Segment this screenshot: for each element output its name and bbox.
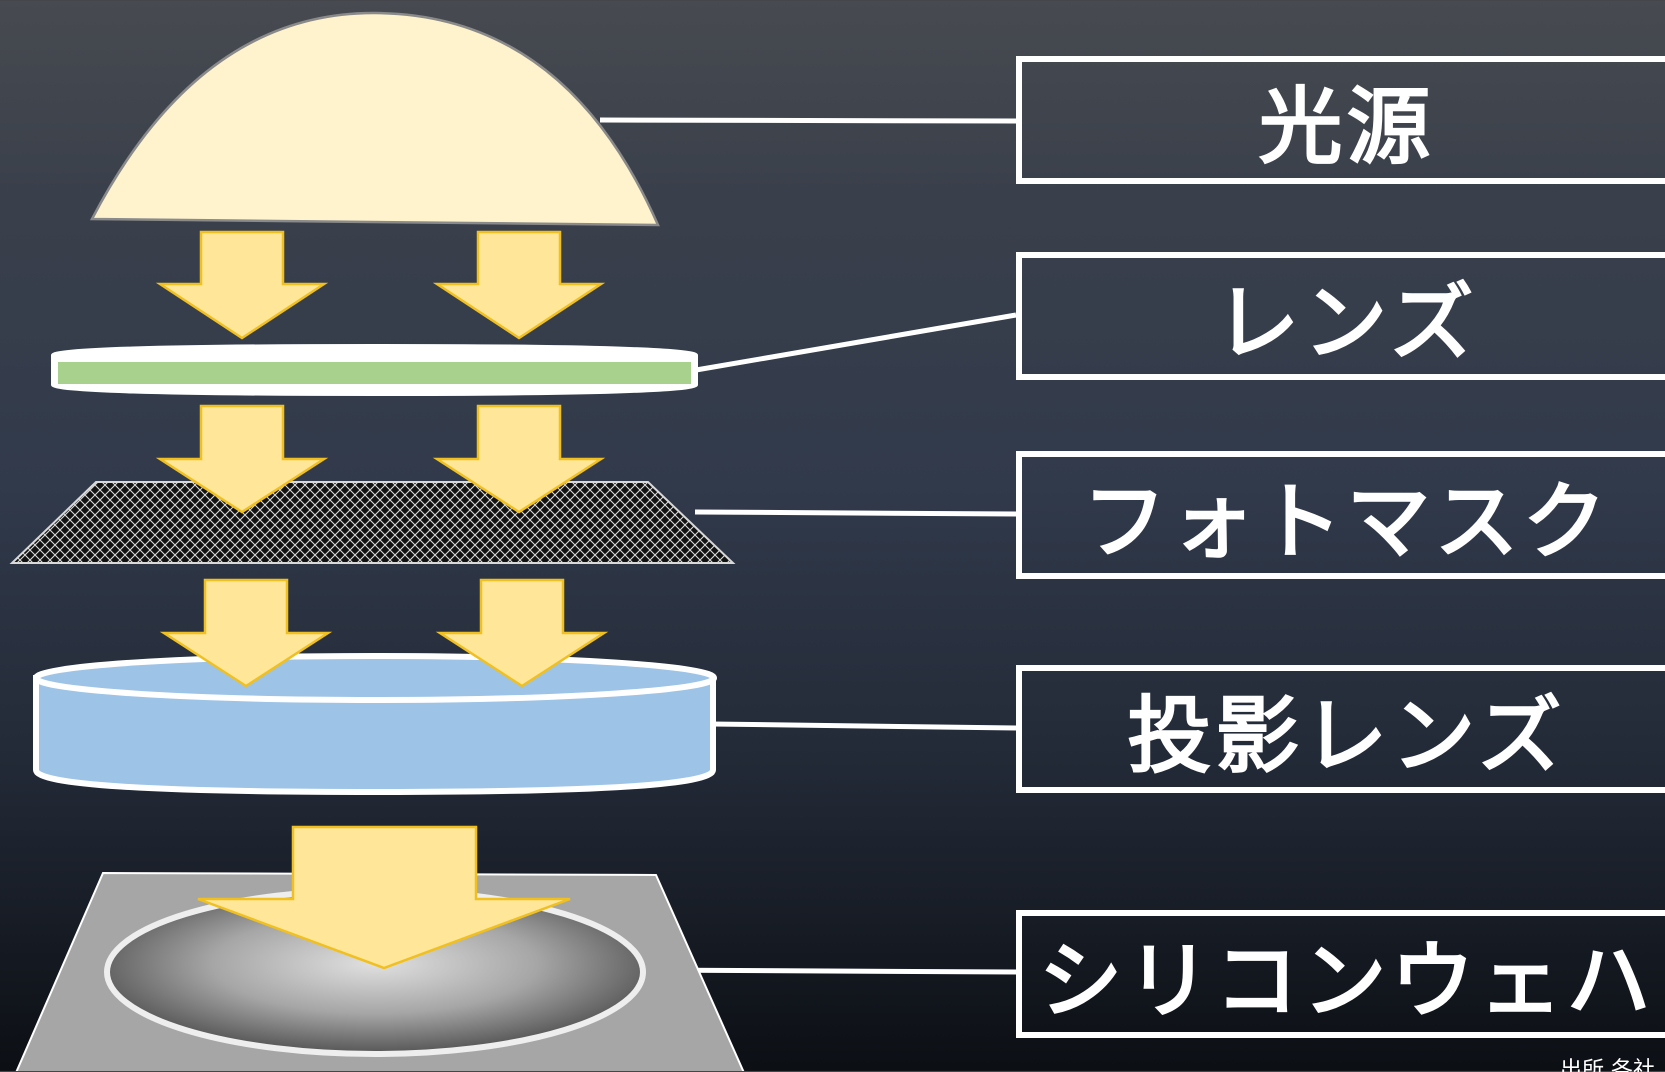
connector-silicon-wafer	[639, 967, 1017, 975]
label-photomask: フォトマスク	[1082, 472, 1611, 571]
label-box-light-source: 光源	[1016, 56, 1665, 184]
arrow-down-icon	[432, 404, 606, 514]
label-box-projection-lens: 投影レンズ	[1016, 665, 1665, 793]
label-projection-lens: 投影レンズ	[1127, 686, 1566, 785]
arrow-down-icon	[155, 404, 329, 514]
arrow-down-large-icon	[197, 825, 571, 970]
connector-lens	[695, 312, 1017, 373]
projection-lens-body	[33, 675, 716, 796]
label-lens: レンズ	[1215, 273, 1478, 372]
label-box-photomask: フォトマスク	[1016, 451, 1665, 579]
light-source-shape	[89, 11, 660, 227]
connector-light-source	[599, 117, 1017, 124]
label-box-lens: レンズ	[1016, 252, 1665, 380]
arrow-down-icon	[159, 578, 333, 688]
photomask-shape	[9, 481, 736, 564]
label-silicon-wafer: シリコンウェハ	[1038, 931, 1655, 1030]
lens-glass	[58, 362, 691, 384]
projection-lens-top	[33, 653, 717, 703]
source-note: 出所 各社	[1560, 1058, 1655, 1072]
arrow-down-icon	[432, 230, 606, 340]
label-light-source: 光源	[1258, 77, 1435, 176]
connector-projection-lens	[711, 721, 1017, 731]
connector-photomask	[694, 509, 1017, 517]
label-box-silicon-wafer: シリコンウェハ	[1016, 910, 1665, 1038]
arrow-down-icon	[155, 230, 329, 340]
arrow-down-icon	[435, 578, 609, 688]
